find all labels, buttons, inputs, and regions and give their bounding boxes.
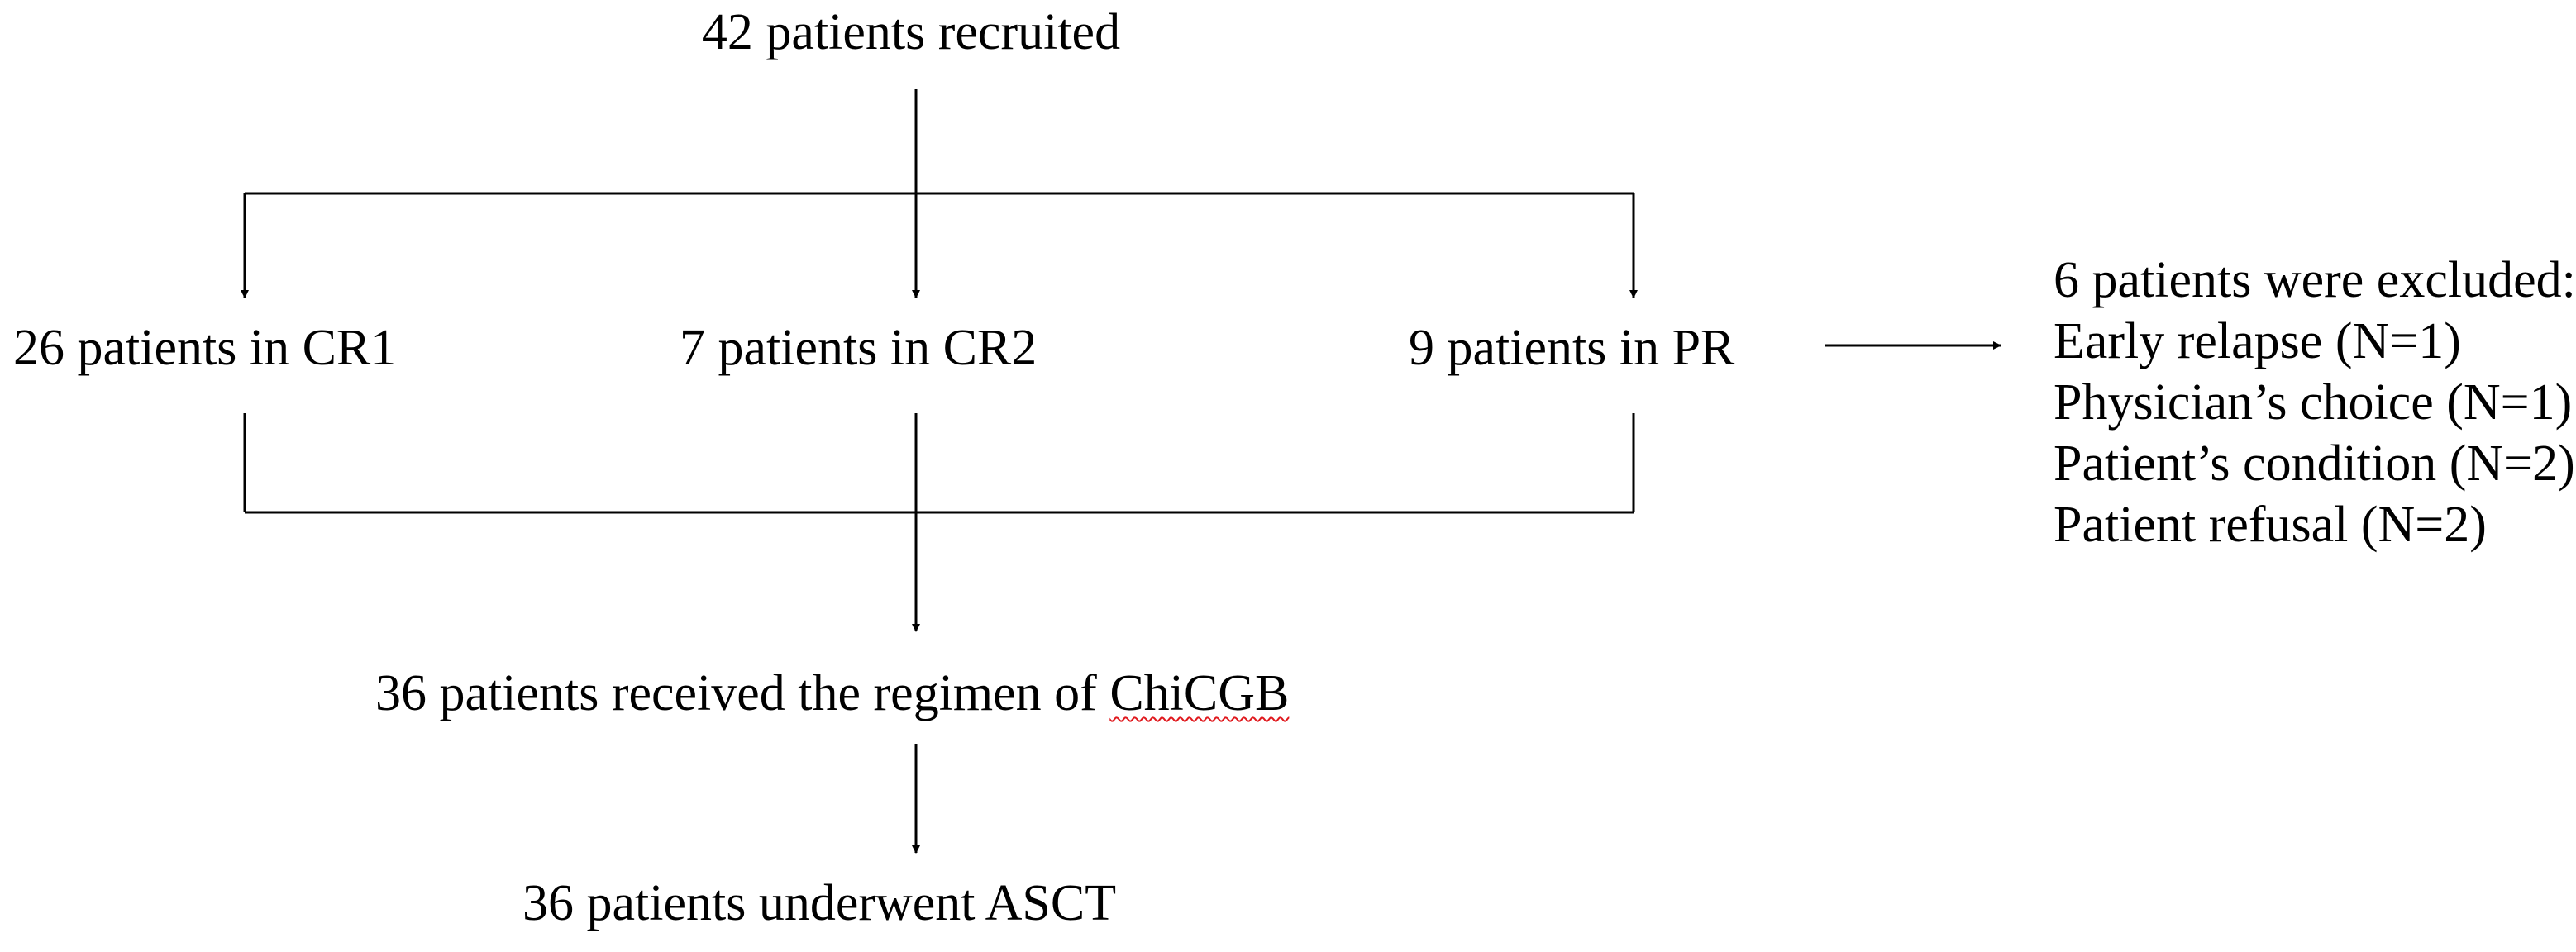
regimen-label-prefix: 36 patients received the regimen of — [375, 665, 1110, 721]
exclusion-title: 6 patients were excluded: — [2054, 252, 2576, 308]
regimen-label: 36 patients received the regimen of ChiC… — [375, 668, 1289, 719]
asct-label: 36 patients underwent ASCT — [522, 875, 1117, 931]
group-cr1-label: 26 patients in CR1 — [13, 320, 397, 376]
exclusion-reason: Early relapse (N=1) — [2054, 313, 2461, 369]
group-cr2-label: 7 patients in CR2 — [680, 320, 1038, 376]
exclusion-reason: Patient refusal (N=2) — [2054, 497, 2487, 553]
regimen-drug-name: ChiCGB — [1109, 665, 1290, 721]
exclusion-box: 6 patients were excluded: Early relapse … — [2054, 250, 2576, 555]
exclusion-reason: Patient’s condition (N=2) — [2054, 436, 2575, 492]
recruited-label: 42 patients recruited — [701, 4, 1121, 60]
group-pr-label: 9 patients in PR — [1409, 320, 1735, 376]
exclusion-reason: Physician’s choice (N=1) — [2054, 374, 2573, 431]
